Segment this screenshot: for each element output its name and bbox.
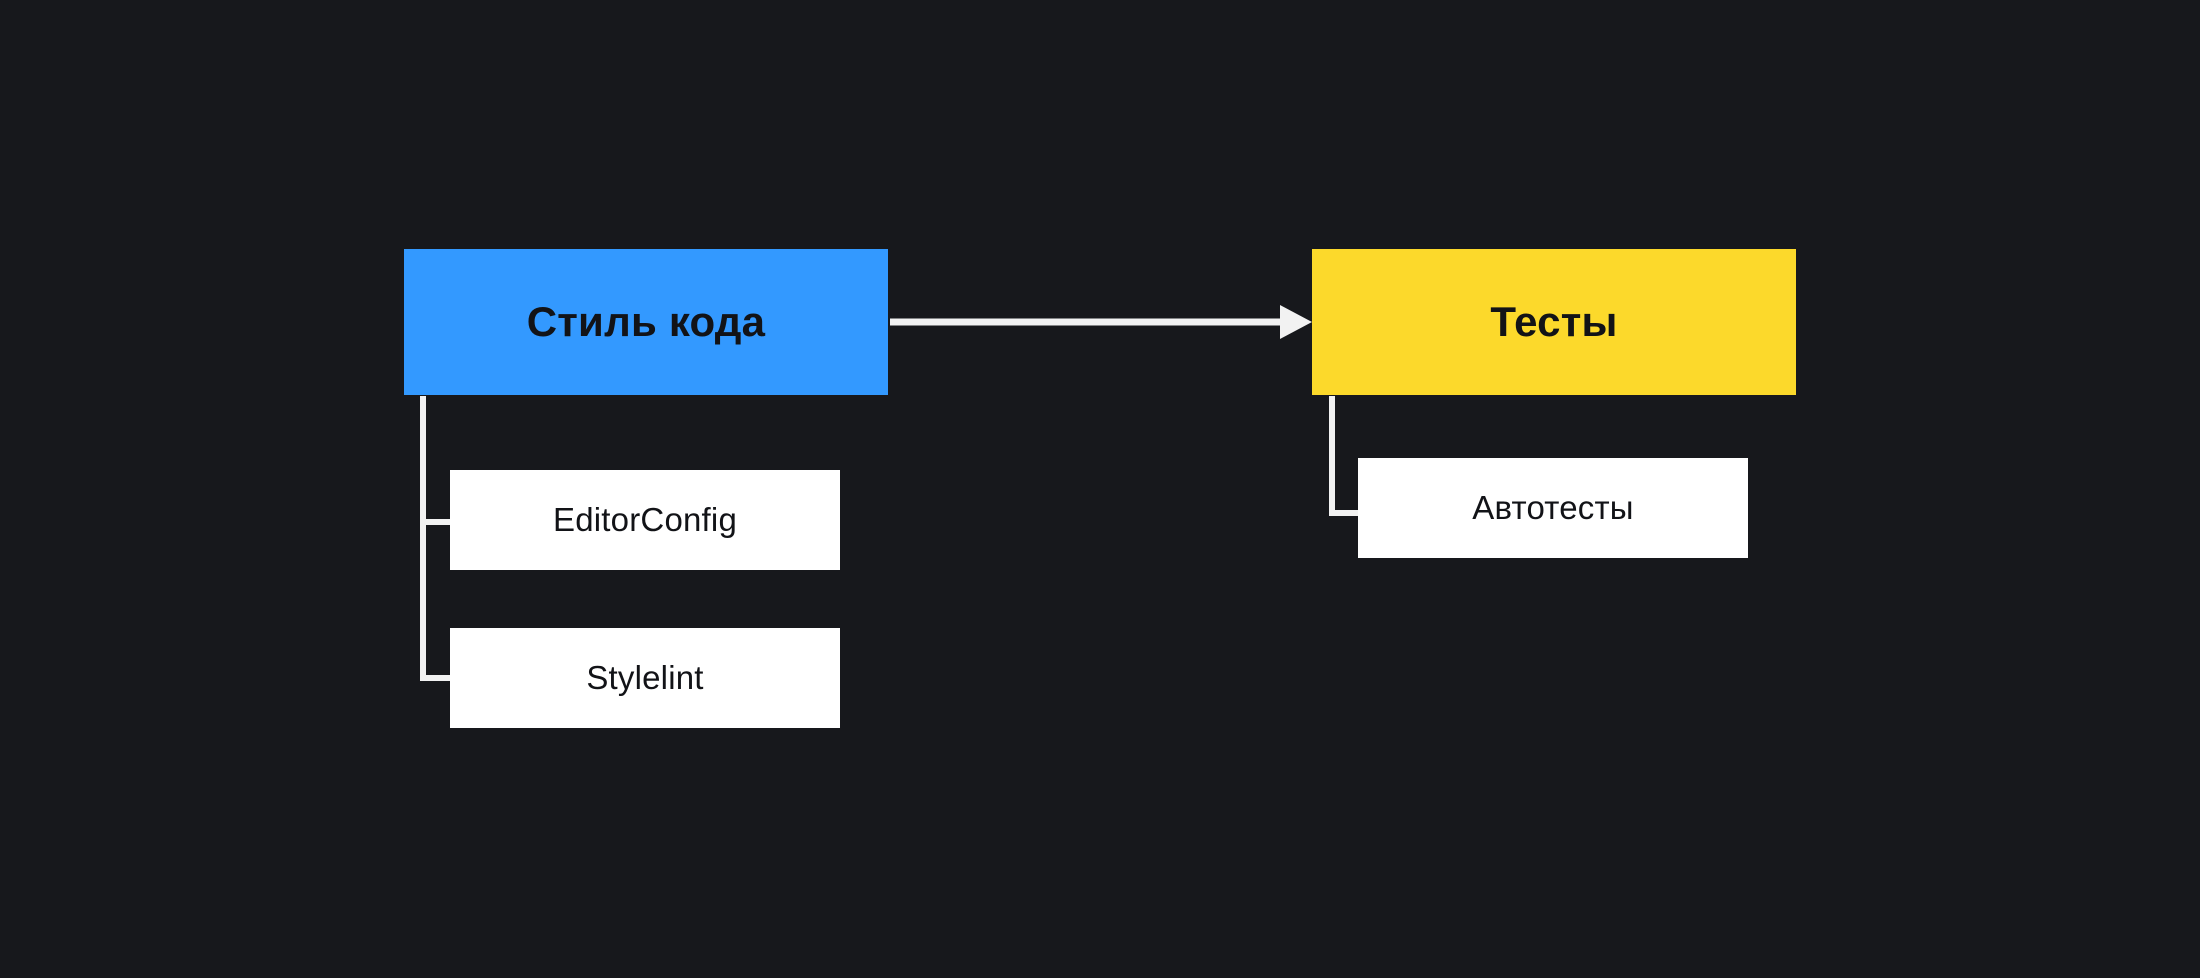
node-label: Тесты: [1490, 297, 1618, 345]
edge-tests-to-autotests: [1329, 396, 1360, 516]
node-autotests[interactable]: Автотесты: [1358, 458, 1748, 558]
node-stylelint[interactable]: Stylelint: [450, 628, 840, 728]
node-label: EditorConfig: [553, 501, 737, 539]
node-label: Автотесты: [1472, 489, 1634, 527]
elbow-path: [420, 396, 452, 525]
elbow-path: [420, 396, 452, 681]
arrow-head-icon: [1280, 305, 1312, 339]
node-label: Stylelint: [586, 659, 704, 697]
node-tests[interactable]: Тесты: [1312, 249, 1796, 395]
node-label: Стиль кода: [526, 297, 766, 345]
edge-code-style-to-editorconfig: [420, 396, 452, 525]
edge-code-style-to-stylelint: [420, 396, 452, 681]
node-code-style[interactable]: Стиль кода: [404, 249, 888, 395]
edge-code-style-to-tests: [890, 305, 1312, 339]
node-editorconfig[interactable]: EditorConfig: [450, 470, 840, 570]
elbow-path: [1329, 396, 1360, 516]
